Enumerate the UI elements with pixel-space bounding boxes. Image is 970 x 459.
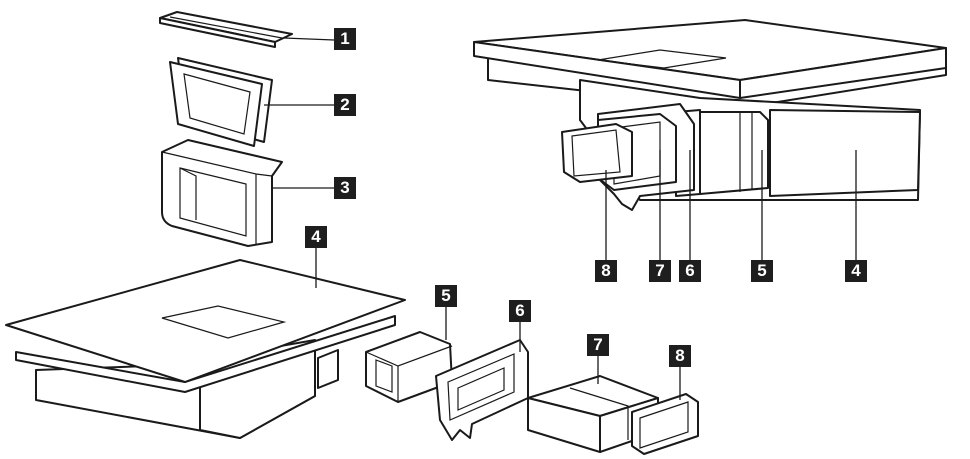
part-8-end-cap-left <box>631 393 699 455</box>
callout-2: 2 <box>334 94 356 116</box>
callout-4-left: 4 <box>305 226 327 248</box>
part-2-filter-frame <box>169 57 273 147</box>
callout-8-right: 8 <box>595 260 617 282</box>
callout-3: 3 <box>334 177 356 199</box>
part-6-seal-plate-left <box>435 339 529 441</box>
leader-lines <box>264 37 857 400</box>
callout-4-right: 4 <box>845 260 867 282</box>
callout-6-left: 6 <box>509 300 531 322</box>
part-3-filter-housing <box>161 139 283 247</box>
callout-8-left: 8 <box>669 345 691 367</box>
part-7-duct-left <box>527 375 659 453</box>
part-1-filter-strip <box>159 11 293 48</box>
callout-6-right: 6 <box>679 260 701 282</box>
callout-1: 1 <box>334 28 356 50</box>
part-5-adapter-left <box>365 331 453 403</box>
assembled-duct-parts-right <box>561 103 769 211</box>
callout-5-right: 5 <box>751 260 773 282</box>
callout-7-left: 7 <box>587 334 609 356</box>
callout-7-right: 7 <box>649 260 671 282</box>
callout-5-left: 5 <box>435 285 457 307</box>
part-4-cooktop-left <box>5 259 406 439</box>
